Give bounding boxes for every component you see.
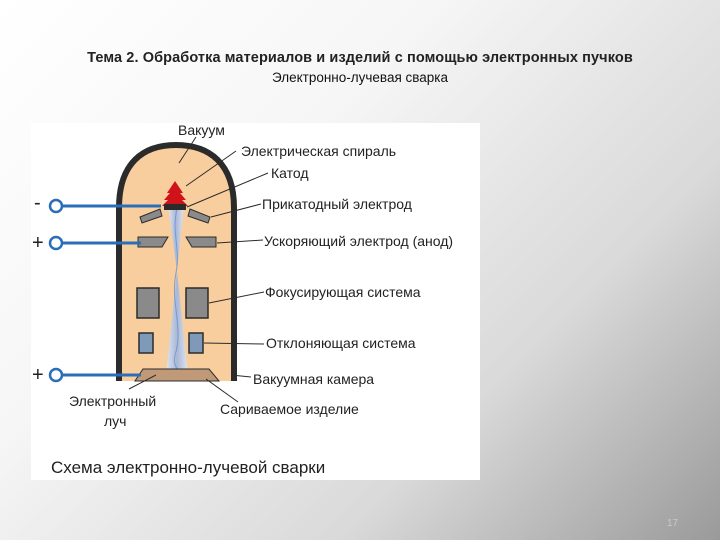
anode-right (185, 236, 217, 248)
label-vacuum: Вакуум (178, 123, 225, 138)
slide-subtitle: Электронно-лучевая сварка (271, 70, 449, 85)
terminal-plus-anode: + (32, 232, 44, 254)
slide-title: Тема 2. Обработка материалов и изделий с… (87, 50, 633, 66)
label-workpiece: Сариваемое изделие (220, 401, 359, 417)
focusing-coil-left (136, 287, 160, 319)
wire-workpiece (48, 367, 141, 383)
near-cathode-electrode-left (139, 208, 163, 224)
ebw-diagram: - + + Вакуум Электрическая спираль Катод… (31, 122, 480, 480)
terminal-plus-workpiece: + (32, 364, 44, 386)
wire-cathode (48, 198, 161, 214)
label-anode: Ускоряющий электрод (анод) (264, 233, 453, 249)
label-deflecting: Отклоняющая система (266, 335, 416, 351)
figure-caption: Схема электронно-лучевой сварки (51, 458, 325, 477)
deflecting-coil-right (188, 332, 204, 354)
label-beam-line1: Электронный (69, 393, 156, 409)
electron-beam-streak (173, 208, 179, 376)
label-spiral: Электрическая спираль (241, 143, 396, 159)
leader-lines (128, 136, 269, 403)
cathode (164, 204, 186, 210)
workpiece (134, 368, 221, 382)
label-chamber: Вакуумная камера (253, 371, 374, 387)
page-number: 17 (667, 518, 679, 529)
label-beam-line2: луч (104, 413, 126, 429)
label-cathode: Катод (271, 165, 309, 181)
terminal-minus: - (34, 192, 41, 214)
focusing-coil-right (185, 287, 209, 319)
wire-anode (48, 235, 141, 251)
label-near-cathode: Прикатодный электрод (262, 196, 412, 212)
label-focusing: Фокусирующая система (265, 284, 421, 300)
deflecting-coil-left (138, 332, 154, 354)
near-cathode-electrode-right (187, 208, 211, 224)
electric-spiral (162, 181, 188, 206)
